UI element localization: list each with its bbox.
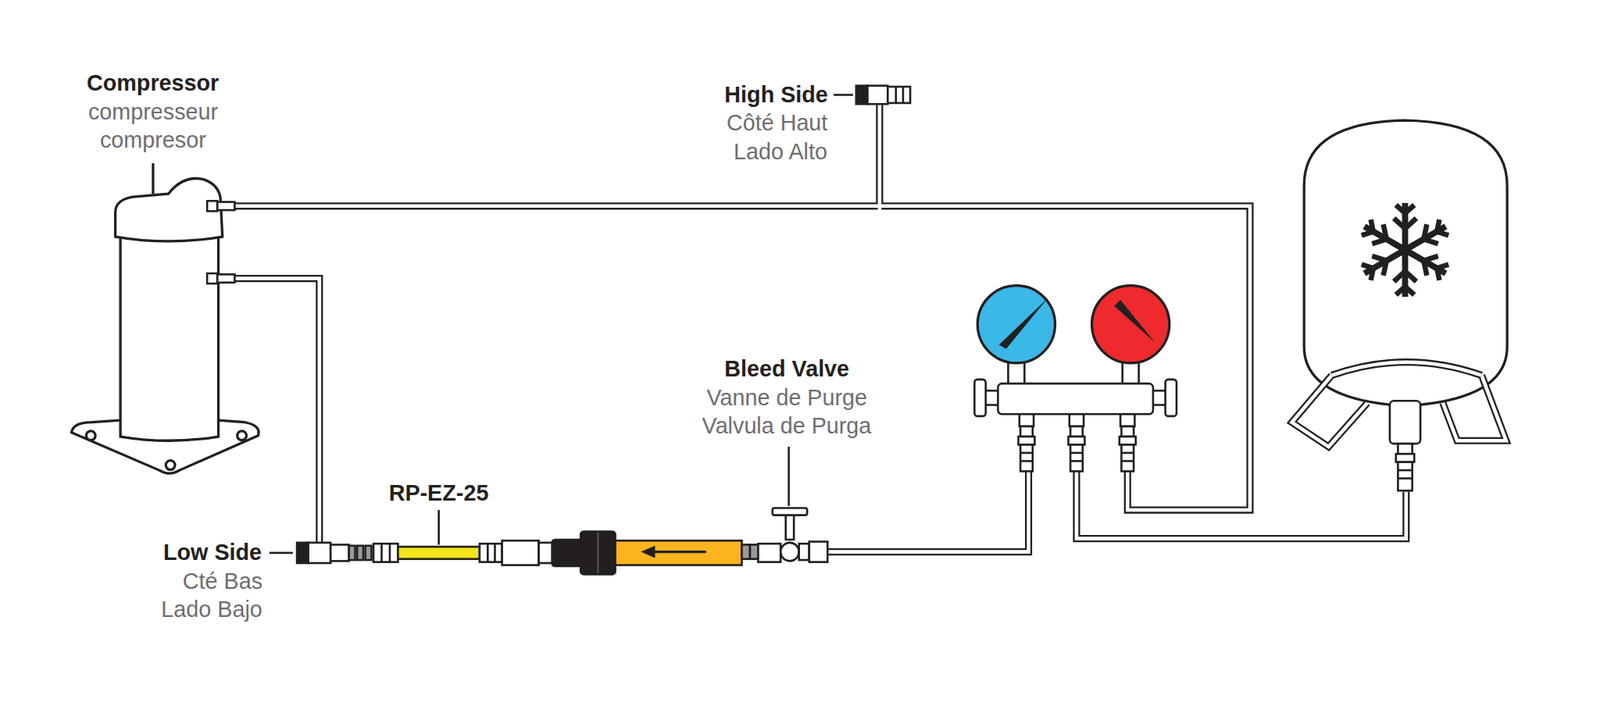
refrigerant-tank: [1292, 120, 1508, 491]
high-side-port: [833, 84, 911, 105]
part-label: Low Side: [163, 539, 262, 568]
part-label: Bleed Valve: [724, 355, 850, 385]
low-side-port: [269, 542, 350, 565]
translation-label: Lado Bajo: [160, 596, 262, 625]
manifold-hose: [821, 471, 1029, 552]
part-label: RP-EZ-25: [389, 479, 490, 509]
leader-line: [787, 446, 790, 507]
leader-line: [269, 552, 293, 555]
low-side-pipe: [234, 278, 319, 552]
high-side-pipe: [234, 100, 1250, 511]
low-pressure-gauge: [977, 285, 1055, 364]
high-pressure-gauge: [1092, 285, 1170, 364]
translation-label: Valvula de Purga: [702, 412, 872, 442]
translation-label: Lado Alto: [733, 137, 828, 167]
compressor: [71, 163, 259, 474]
snowflake-symbol: [1358, 203, 1451, 297]
bleed-valve: [742, 446, 829, 563]
leader-line: [151, 163, 154, 194]
tank-hose: [1076, 471, 1407, 539]
leader-line: [437, 510, 440, 545]
manifold-gauge-set: [974, 285, 1177, 472]
rp-ez-25-hose: [349, 510, 554, 566]
part-label: High Side: [724, 80, 829, 110]
translation-label: compresor: [100, 126, 207, 156]
flow-cylinder: [550, 530, 742, 575]
leader-line: [833, 93, 854, 97]
part-label: Compressor: [86, 69, 219, 99]
translation-label: Vanne de Purge: [706, 383, 868, 413]
translation-label: Cté Bas: [182, 567, 263, 597]
translation-label: Côté Haut: [726, 109, 828, 139]
translation-label: compresseur: [88, 97, 218, 127]
